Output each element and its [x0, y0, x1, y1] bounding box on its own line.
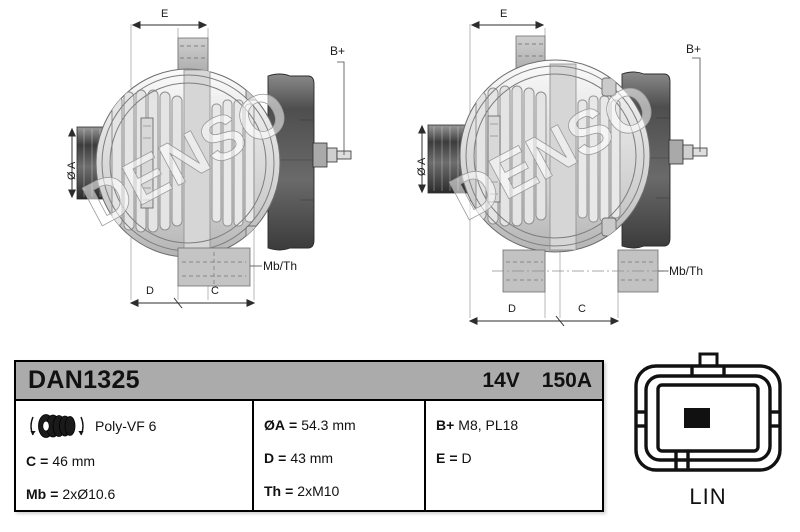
spec-key-Mb: Mb	[26, 485, 47, 502]
pulley-icon	[30, 414, 84, 438]
spec-sep-Th: =	[285, 482, 294, 499]
spec-sep-D: =	[278, 449, 287, 466]
callout-label-b-plus: B+	[686, 42, 702, 56]
voltage-rating: 14V	[482, 368, 520, 392]
spec-key-C: C	[26, 452, 37, 469]
current-rating: 150A	[541, 368, 592, 392]
spec-column-terminal: B+ M8, PL18 E = D	[426, 401, 602, 510]
spec-column-pulley: Poly-VF 6 C = 46 mm Mb = 2xØ10.6	[16, 401, 254, 510]
dimension-label-diameter-A: Ø A	[66, 161, 78, 180]
lin-connector-icon	[634, 352, 782, 472]
spec-key-E: E	[436, 449, 446, 466]
dimension-D-C	[468, 315, 620, 327]
dimension-E	[131, 21, 208, 29]
dimension-label-diameter-A: Ø A	[416, 157, 428, 176]
spec-key-Th: Th	[264, 482, 282, 499]
callout-label-b-plus: B+	[330, 44, 346, 58]
pulley-type-label: Poly-VF 6	[95, 418, 157, 434]
spec-value-diameter-A: 54.3 mm	[301, 416, 356, 433]
dimension-D-C	[129, 297, 256, 309]
spec-row-Mb: Mb = 2xØ10.6	[26, 477, 252, 510]
callout-label-mb-th: Mb/Th	[669, 264, 704, 278]
b-plus-leader-line	[692, 57, 701, 152]
spec-column-dimensions: ØA = 54.3 mm D = 43 mm Th = 2xM10	[254, 401, 426, 510]
spec-sep-E: =	[449, 449, 458, 466]
alternator-body	[95, 68, 281, 258]
connector-pin	[684, 408, 710, 428]
spec-row-b-plus: B+ M8, PL18	[436, 408, 602, 441]
spec-value-b-plus: M8, PL18	[458, 416, 519, 433]
spec-sep-C: =	[40, 452, 49, 469]
b-plus-leader-line	[337, 61, 345, 155]
dimension-label-D: D	[508, 303, 516, 315]
spec-key-diameter-A: ØA	[264, 416, 285, 433]
spec-row-diameter-A: ØA = 54.3 mm	[264, 408, 424, 441]
b-plus-terminal	[668, 139, 708, 165]
front-bearing-plate	[140, 117, 154, 209]
connector-type-label: LIN	[689, 484, 727, 509]
spec-value-Th: 2xM10	[297, 482, 340, 499]
callout-label-mb-th: Mb/Th	[263, 259, 298, 273]
dimension-diameter-A	[418, 124, 426, 194]
spec-sep-diameter-A: =	[289, 416, 298, 433]
part-number: DAN1325	[28, 366, 140, 394]
spec-value-C: 46 mm	[52, 452, 96, 469]
dimension-label-E: E	[161, 8, 169, 20]
spec-value-D: 43 mm	[290, 449, 334, 466]
dimension-label-C: C	[211, 285, 219, 297]
mounting-foot	[177, 247, 251, 287]
dimension-E	[470, 21, 545, 29]
connector-block: LIN	[628, 352, 788, 522]
spec-key-b-plus: B+	[436, 416, 455, 433]
spec-key-D: D	[264, 449, 275, 466]
rear-view-graphic: DENSO	[418, 21, 708, 327]
spec-row-Th: Th = 2xM10	[264, 474, 424, 507]
specification-table: DAN1325 14V 150A	[14, 360, 604, 512]
dimension-diameter-A	[68, 127, 76, 199]
spec-table-body: Poly-VF 6 C = 46 mm Mb = 2xØ10.6 ØA =	[16, 401, 602, 510]
spec-sep-Mb: =	[50, 485, 59, 502]
rear-housing	[267, 73, 315, 251]
dimension-label-D: D	[146, 285, 154, 297]
spec-table-header: DAN1325 14V 150A	[16, 362, 602, 401]
dimension-label-E: E	[500, 8, 508, 20]
alternator-front-view: DENSO E Ø A D C	[0, 0, 400, 350]
spec-row-E: E = D	[436, 441, 602, 474]
dimension-label-C: C	[578, 303, 586, 315]
front-view-graphic: DENSO	[68, 21, 352, 309]
alternator-rear-view: DENSO	[400, 0, 800, 350]
b-plus-terminal	[312, 142, 352, 168]
front-bearing-plate	[487, 115, 501, 203]
alternator-body	[459, 59, 651, 253]
pulley-spec-row: Poly-VF 6	[26, 408, 252, 444]
spec-value-Mb: 2xØ10.6	[62, 485, 116, 502]
spec-row-C: C = 46 mm	[26, 444, 252, 477]
spec-value-E: D	[461, 449, 472, 466]
spec-row-D: D = 43 mm	[264, 441, 424, 474]
